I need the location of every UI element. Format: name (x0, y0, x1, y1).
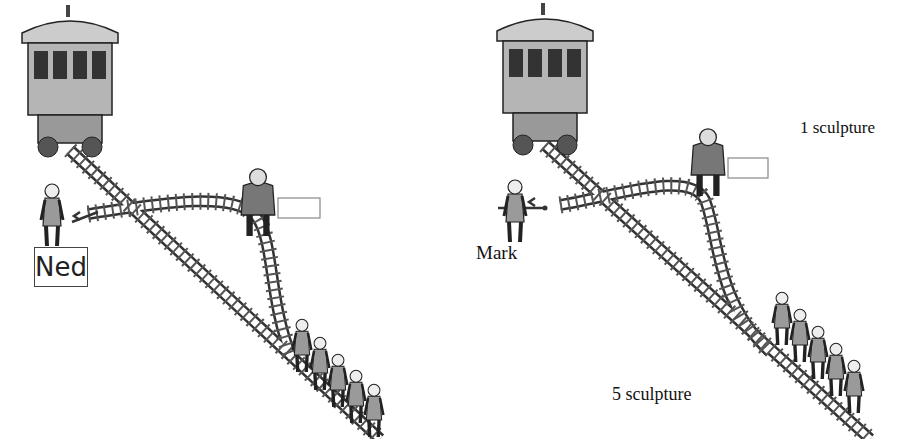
name-box: Ned (34, 247, 88, 287)
track-ties (70, 150, 380, 439)
five-people (773, 292, 864, 413)
large-man (241, 169, 275, 236)
main-track (70, 150, 380, 439)
side-track (560, 186, 770, 352)
track-person (809, 326, 828, 379)
track-ties (88, 201, 292, 358)
side-track (560, 186, 770, 352)
large-man (691, 129, 725, 196)
trolley (22, 5, 118, 157)
right-tracks (545, 145, 870, 439)
track-person (311, 337, 330, 390)
main-track (545, 145, 870, 439)
blank-box (278, 198, 320, 218)
person-name: Ned (35, 254, 87, 280)
track-person (773, 292, 792, 345)
track-person (845, 360, 864, 413)
track-ties (560, 186, 770, 352)
scene-label: Mark (476, 243, 517, 264)
switch-lever (72, 212, 98, 222)
track-person (827, 343, 846, 396)
scene-label: 1 sculpture (800, 119, 875, 138)
track-person (293, 319, 312, 372)
track-person (347, 370, 366, 423)
track-person (791, 309, 810, 362)
five-people (293, 319, 384, 437)
track-person (329, 354, 348, 407)
track-person (365, 384, 384, 437)
blank-box (728, 158, 768, 178)
main-track (70, 150, 380, 439)
main-track (545, 145, 870, 439)
mark-figure (504, 180, 526, 242)
lever-knob (543, 206, 548, 211)
left-tracks (70, 150, 380, 439)
ned-figure (41, 184, 63, 246)
track-ties (545, 145, 870, 439)
trolley (497, 3, 593, 155)
scene-label: 5 sculpture (612, 385, 691, 405)
